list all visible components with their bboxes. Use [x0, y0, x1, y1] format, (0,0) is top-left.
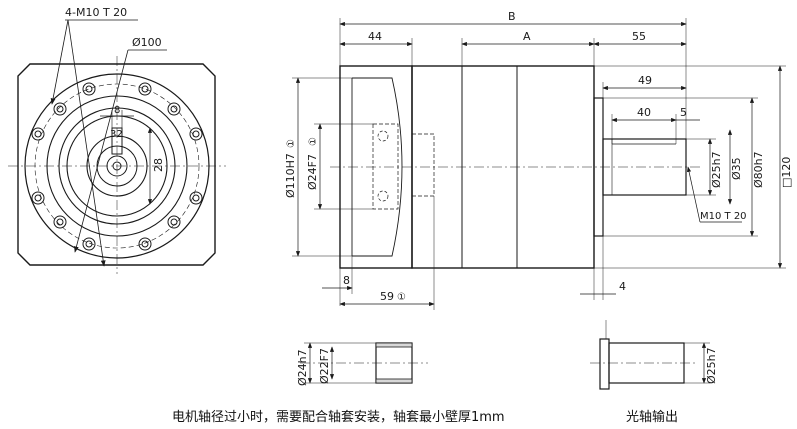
bolt-hole — [82, 82, 96, 96]
bolt-hole-inner — [34, 194, 42, 202]
tap-leader — [686, 166, 701, 223]
plain-shaft-dia-label: Ø25h7 — [705, 347, 718, 384]
front-view-labels: 4-M10 T 20 Ø100 8 32 28 — [65, 6, 165, 172]
bushing-detail — [300, 342, 428, 384]
front-flange-outline — [17, 63, 216, 266]
hidden-screw-bottom — [377, 190, 389, 202]
bushing-id-label: Ø22F7 — [318, 348, 331, 384]
bolt-note-leader-b — [67, 19, 106, 267]
bolt-hole — [167, 215, 181, 229]
plain-shaft-shoulder — [599, 338, 610, 390]
bolt-hole — [167, 102, 181, 116]
input-bore-hidden — [372, 123, 399, 210]
front-bolt-holes — [31, 82, 203, 251]
plain-shaft-labels: Ø25h7 — [705, 347, 718, 384]
bushing-labels: Ø24h7 Ø22F7 — [296, 348, 331, 386]
hidden-screw-top — [377, 130, 389, 142]
front-key-width: 8 — [114, 105, 120, 116]
bolt-hole-inner — [56, 105, 64, 113]
label-shaft-shoulder: Ø35 — [730, 157, 743, 180]
bolt-hole — [53, 102, 67, 116]
bolt-hole-inner — [56, 218, 64, 226]
label-shaft-dia: Ø25h7 — [710, 151, 723, 188]
front-bolt-note: 4-M10 T 20 — [65, 6, 127, 19]
bolt-hole-inner — [170, 218, 178, 226]
bushing-od-label: Ø24h7 — [296, 349, 309, 386]
label-shoulder-thk: 4 — [619, 280, 626, 293]
bolt-hole-inner — [34, 130, 42, 138]
bolt-hole-inner — [85, 85, 93, 93]
label-flange-size: □120 — [780, 157, 793, 188]
front-pcd-label: Ø100 — [132, 36, 162, 49]
front-center-mark: 32 — [110, 129, 123, 140]
label-pilot-input-note: ① — [286, 139, 297, 148]
label-tapped-hole: M10 T 20 — [700, 211, 747, 222]
bolt-hole — [189, 127, 203, 141]
bolt-hole — [138, 237, 152, 251]
plain-shaft-detail — [590, 320, 710, 390]
front-view — [8, 19, 226, 274]
bolt-note-leader-a — [50, 19, 69, 105]
bushing-wall-top — [375, 342, 413, 348]
bolt-hole-inner — [192, 194, 200, 202]
label-A: A — [523, 30, 531, 43]
bolt-hole-inner — [85, 240, 93, 248]
label-flange-thk: 8 — [343, 274, 350, 287]
plain-shaft-caption: 光轴输出 — [626, 410, 679, 425]
side-view — [292, 18, 786, 310]
label-5: 5 — [680, 106, 687, 119]
bolt-hole-inner — [141, 85, 149, 93]
bushing-caption: 电机轴径过小时，需要配合轴套安装，轴套最小壁厚1mm — [172, 410, 505, 425]
front-key-depth: 28 — [152, 158, 165, 172]
label-input-depth-note: ① — [397, 292, 406, 303]
bolt-hole — [31, 127, 45, 141]
bolt-hole-inner — [170, 105, 178, 113]
label-B: B — [508, 10, 516, 23]
bolt-hole — [189, 191, 203, 205]
input-bell-curve — [352, 77, 403, 257]
label-input-bore-note: ① — [308, 137, 319, 146]
label-input-depth: 59 — [380, 290, 394, 303]
label-output-pilot: Ø80h7 — [752, 151, 765, 188]
bushing-wall-bottom — [375, 378, 413, 384]
bolt-hole — [138, 82, 152, 96]
input-bore-hidden-2 — [411, 133, 435, 197]
bolt-hole — [53, 215, 67, 229]
label-49: 49 — [638, 74, 652, 87]
bolt-hole — [31, 191, 45, 205]
label-44: 44 — [368, 30, 382, 43]
side-view-labels: B 44 A 55 49 40 5 Ø110H7 ① Ø24F7 ① Ø25h7… — [284, 10, 793, 303]
label-input-bore: Ø24F7 — [306, 154, 319, 190]
bolt-hole — [82, 237, 96, 251]
bolt-hole-inner — [192, 130, 200, 138]
label-55: 55 — [632, 30, 646, 43]
label-40: 40 — [637, 106, 651, 119]
bolt-hole-inner — [141, 240, 149, 248]
pcd-leader-a — [74, 49, 129, 253]
label-pilot-input: Ø110H7 — [284, 153, 297, 198]
